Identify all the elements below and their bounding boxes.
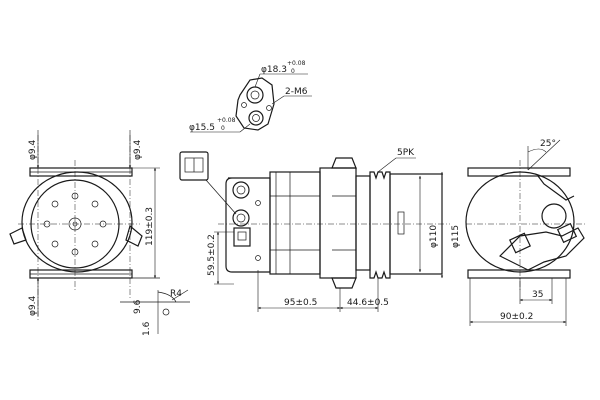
clutch-coil [355,175,371,271]
right-port-circle [541,203,567,229]
dia-small-tol: +0.08 [217,117,236,124]
bolt-hole [51,240,59,248]
side-view: 5PK φ110 φ115 59.5±0.2 95±0.5 44.6±0.5 [179,148,461,312]
r4-arc [157,291,177,303]
large-port-inner [250,90,260,100]
right-valve [508,232,532,254]
dim-1-6-label: 1.6 [142,321,152,336]
valve-core [237,231,247,241]
dia-label-top-right: φ9.4 [133,139,143,160]
thread-label: 2-M6 [285,87,308,97]
dia-large-tol2: 0 [291,68,295,75]
large-port [246,86,264,104]
right-view: 25° 35 90±0.2 [465,139,586,326]
right-rib [537,175,575,201]
body-length-label: 95±0.5 [284,298,317,308]
bottom-ear-side [331,277,357,289]
dia-small-tol2: 0 [221,125,225,132]
right-valve-2 [556,222,578,244]
dim-9-6-label: 9.6 [133,299,143,314]
pulley-dia-110: φ110 [429,225,439,248]
right-top-ear [467,167,571,177]
height-label: 119±0.3 [145,207,155,246]
dia-label-bottom-left: φ9.4 [28,295,38,316]
top-ear-side [331,157,357,169]
pulley-dia-115: φ115 [451,225,461,248]
dim-35-label: 35 [532,290,543,300]
rear-port-lower [232,209,250,227]
bolt-hole [91,240,99,248]
rear-head [225,177,271,273]
pulley-length-label: 44.6±0.5 [347,298,389,308]
left-view: φ9.4 φ9.4 φ9.4 119±0.3 9.6 R4 1.6 [9,130,190,336]
rear-bolt [255,200,261,206]
valve-block [233,227,251,247]
m6-hole [241,102,247,108]
right-bottom-ear [467,269,571,279]
small-port-inner [252,114,260,122]
pulley-hub [397,211,405,235]
width-label: 90±0.2 [500,312,533,322]
dia-label-top-left: φ9.4 [28,139,38,160]
connector-housing [179,151,209,181]
radius-label: R4 [170,289,182,299]
dia-small-label: φ15.5 [189,123,215,133]
port-detail: φ18.3 +0.08 0 2-M6 φ15.5 +0.08 0 [189,60,312,133]
bolt-hole [91,200,99,208]
right-flange [498,227,585,271]
dia-large-label: φ18.3 [261,65,287,75]
compressor-body-outline [21,171,133,273]
pulley-grooves [369,171,391,279]
m6-hole [266,105,272,111]
angle-label: 25° [540,139,556,149]
detail-hole [162,308,170,316]
cylinder-block [269,171,321,275]
rear-port-upper-inner [236,185,246,195]
small-port [248,110,264,126]
port-height-label: 59.5±0.2 [207,234,217,276]
rear-bolt [255,255,261,261]
belt-label: 5PK [397,148,415,158]
right-boss [125,224,143,247]
dia-large-tol: +0.08 [287,60,306,67]
rear-port-upper [232,181,250,199]
rear-port-lower-inner [236,213,246,223]
front-housing [319,167,357,279]
left-boss [9,227,27,245]
bolt-hole [51,200,59,208]
